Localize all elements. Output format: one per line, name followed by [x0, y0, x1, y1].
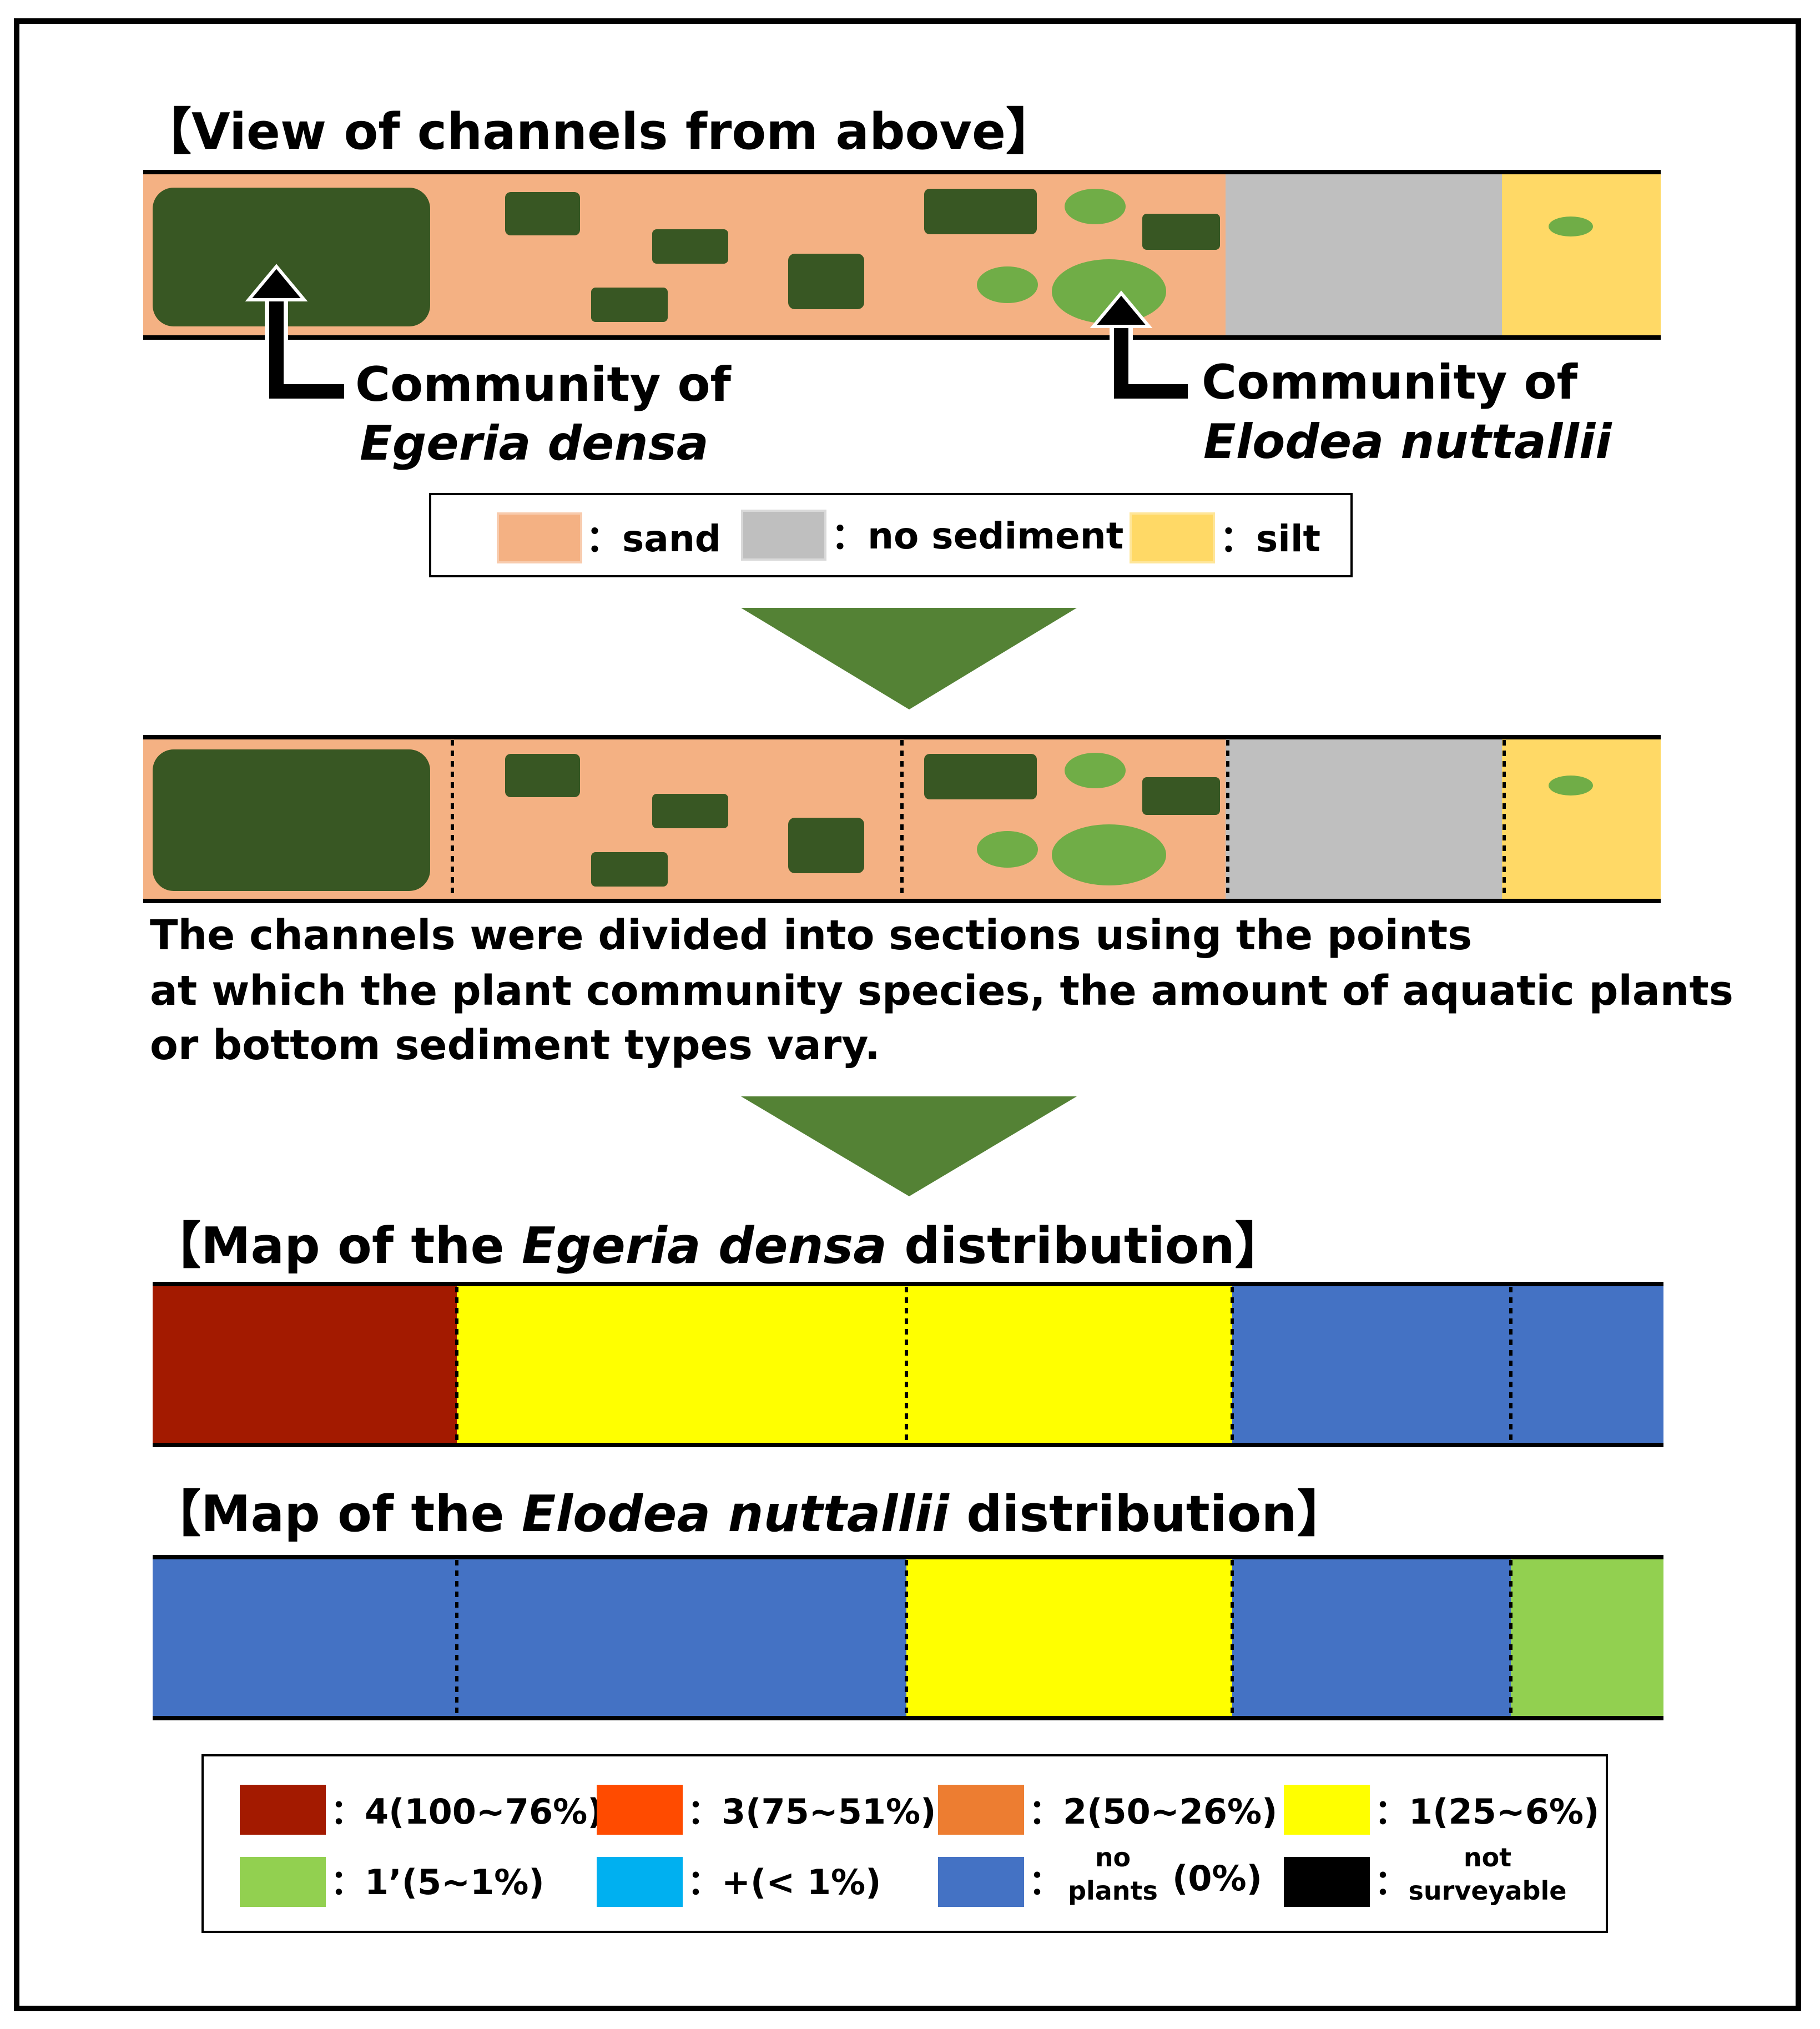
cover-3-swatch [597, 1785, 683, 1835]
elodea-section-3 [906, 1557, 1232, 1718]
cover-plus-swatch [597, 1857, 683, 1907]
no-sediment-legend-label: ：no sediment [831, 515, 1123, 557]
egeria-patch [591, 288, 668, 322]
elodea-label-line1: Community of [1202, 355, 1579, 410]
cover-0-percent: (0%) [1172, 1858, 1262, 1899]
egeria-patch [505, 754, 580, 797]
cover-2-label: ：2(50~26%) [1029, 1791, 1277, 1832]
egeria-patch [1142, 777, 1220, 815]
elodea-patch [977, 266, 1038, 303]
silt-swatch [1130, 512, 1215, 563]
elodea-section-1 [153, 1557, 457, 1718]
elodea-distribution-map [153, 1555, 1663, 1720]
not-surveyable-colon: ： [1374, 1862, 1409, 1902]
view-title: 【View of channels from above】 [142, 103, 1056, 161]
egeria-patch [1142, 214, 1220, 250]
down-arrow-1 [741, 608, 1077, 709]
egeria-large-patch [153, 188, 430, 326]
elodea-patch [1549, 217, 1593, 236]
no-sediment-zone [1226, 172, 1502, 338]
elodea-patch [1065, 753, 1126, 788]
egeria-patch [505, 192, 580, 235]
egeria-distribution-map [153, 1282, 1663, 1447]
cover-1-label: ：1(25~6%) [1374, 1791, 1599, 1832]
elodea-section-5 [1511, 1557, 1663, 1718]
elodea-patch [1065, 189, 1126, 224]
elodea-patch [1052, 259, 1166, 324]
cover-0-colon: ： [1029, 1862, 1063, 1902]
egeria-section-5 [1511, 1284, 1663, 1445]
not-surveyable-swatch [1284, 1857, 1370, 1907]
cover-3-label: ：3(75~51%) [687, 1791, 936, 1832]
elodea-patch [1052, 824, 1166, 885]
egeria-patch [924, 754, 1037, 799]
egeria-section-1 [153, 1284, 457, 1445]
cover-4-label: ：4(100~76%) [330, 1791, 603, 1832]
channel-top-view [143, 170, 1661, 340]
channel-sectioned-view [143, 735, 1661, 903]
elodea-section-2 [457, 1557, 906, 1718]
cover-0-swatch [938, 1857, 1024, 1907]
coverage-legend-frame [201, 1754, 1608, 1933]
coverage-legend: ：4(100~76%) ：3(75~51%) ：2(50~26%) ：1(25~… [201, 1754, 1608, 1933]
egeria-patch [652, 794, 728, 828]
division-text-line2: at which the plant community species, th… [150, 967, 1733, 1015]
egeria-pointer-arrow [245, 264, 344, 403]
cover-0-label-line1: no [1095, 1842, 1131, 1872]
cover-4-swatch [240, 1785, 326, 1835]
silt-zone [1502, 737, 1661, 901]
sand-legend-label: ：sand [586, 517, 721, 560]
silt-legend-label: ：silt [1219, 517, 1320, 560]
egeria-section-3 [906, 1284, 1232, 1445]
cover-1-swatch [1284, 1785, 1370, 1835]
cover-2-swatch [938, 1785, 1024, 1835]
egeria-label-line1: Community of [355, 357, 732, 412]
egeria-patch [652, 229, 728, 264]
egeria-patch [788, 254, 864, 309]
division-text-line3: or bottom sediment types vary. [150, 1021, 880, 1069]
down-arrow-2 [741, 1096, 1077, 1196]
elodea-label-species: Elodea nuttallii [1203, 414, 1612, 470]
no-sediment-zone [1226, 737, 1502, 901]
not-surveyable-line2: surveyable [1409, 1876, 1567, 1906]
cover-plus-label: ：+(< 1%) [687, 1862, 881, 1902]
division-text-line1: The channels were divided into sections … [150, 912, 1472, 959]
egeria-label-species: Egeria densa [360, 416, 709, 471]
elodea-section-4 [1232, 1557, 1511, 1718]
egeria-patch [591, 852, 668, 887]
sediment-legend: ：sand ：no sediment ：silt [429, 493, 1353, 577]
not-surveyable-line1: not [1464, 1842, 1511, 1872]
egeria-large-patch [153, 749, 430, 891]
cover-0-label-line2: plants [1068, 1876, 1158, 1906]
elodea-map-title: 【Map of the Elodea nuttallii distributio… [151, 1485, 1347, 1543]
cover-1prime-swatch [240, 1857, 326, 1907]
elodea-patch [1549, 776, 1593, 796]
silt-zone [1502, 172, 1661, 338]
egeria-map-title: 【Map of the Egeria densa distribution】 [151, 1217, 1285, 1275]
no-sediment-swatch [741, 510, 826, 561]
cover-1prime-label: ：1’(5~1%) [330, 1862, 545, 1902]
egeria-patch [788, 818, 864, 873]
elodea-pointer-arrow [1090, 290, 1188, 403]
sand-swatch [497, 512, 582, 563]
elodea-patch [977, 831, 1038, 868]
egeria-patch [924, 189, 1037, 234]
egeria-section-4 [1232, 1284, 1511, 1445]
egeria-section-2 [457, 1284, 906, 1445]
